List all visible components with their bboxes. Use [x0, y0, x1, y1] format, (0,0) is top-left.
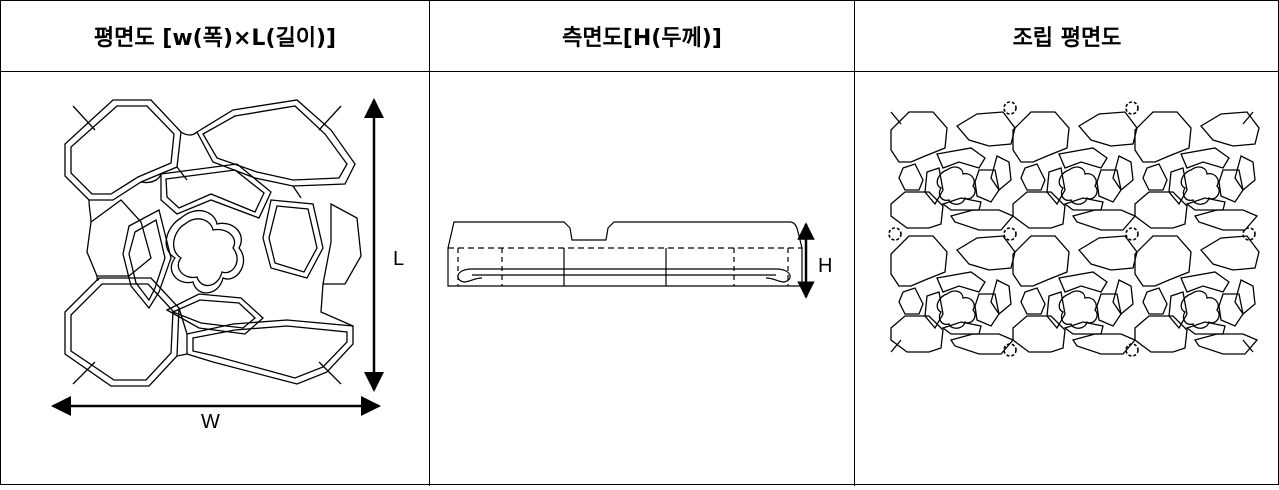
plan-view-panel: L W — [1, 72, 429, 486]
assembly-view-panel — [855, 72, 1279, 486]
header-divider — [1, 71, 1279, 72]
column-divider — [854, 1, 855, 486]
side-view-panel: H — [430, 72, 854, 486]
assembly-view-drawing — [888, 101, 1260, 357]
height-label: H — [818, 255, 832, 277]
width-label: W — [201, 411, 220, 433]
header-assembly-view: 조립 평면도 — [1012, 26, 1122, 51]
header-plan-view: 평면도 [w(폭)×L(길이)] — [93, 26, 337, 51]
plan-view-drawing: L W — [51, 98, 404, 433]
header-side-view: 측면도[H(두께)] — [562, 26, 722, 51]
column-divider — [429, 1, 430, 486]
length-label: L — [393, 248, 404, 270]
side-view-drawing: H — [447, 221, 832, 299]
